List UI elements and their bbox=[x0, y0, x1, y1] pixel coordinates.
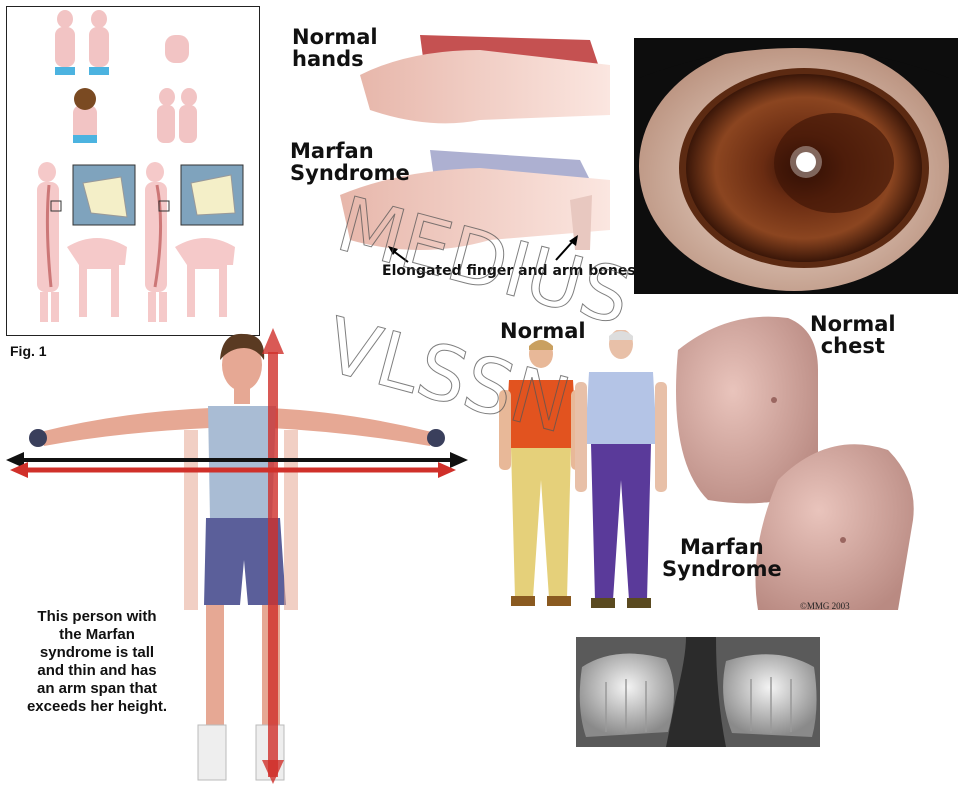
hands-illustration bbox=[340, 35, 610, 250]
spine-diagram-panel bbox=[6, 6, 260, 336]
marfan-chest-label: Marfan Syndrome bbox=[662, 535, 782, 582]
copyright-text: ©MMG 2003 bbox=[800, 601, 850, 611]
normal-body-label: Normal bbox=[500, 319, 586, 343]
body-comparison-illustration bbox=[499, 330, 667, 608]
fists-photo bbox=[576, 637, 820, 747]
normal-chest-label: Normal chest bbox=[810, 312, 896, 359]
spine-illustration bbox=[37, 10, 244, 322]
chest-illustration bbox=[676, 316, 914, 610]
hands-panel bbox=[280, 20, 625, 300]
marfan-hands-label: Marfan Syndrome bbox=[290, 139, 410, 186]
normal-hands-label: Normal hands bbox=[292, 25, 378, 72]
eye-photo bbox=[634, 38, 958, 294]
fists-illustration bbox=[576, 637, 820, 747]
annotation-arrows bbox=[388, 235, 578, 263]
hands-annotation: Elongated finger and arm bones bbox=[382, 263, 636, 279]
arm-span-illustration bbox=[6, 328, 468, 784]
eye-illustration bbox=[639, 38, 949, 291]
arm-span-caption: This person with the Marfan syndrome is … bbox=[26, 608, 168, 715]
fig-label: Fig. 1 bbox=[10, 343, 47, 359]
